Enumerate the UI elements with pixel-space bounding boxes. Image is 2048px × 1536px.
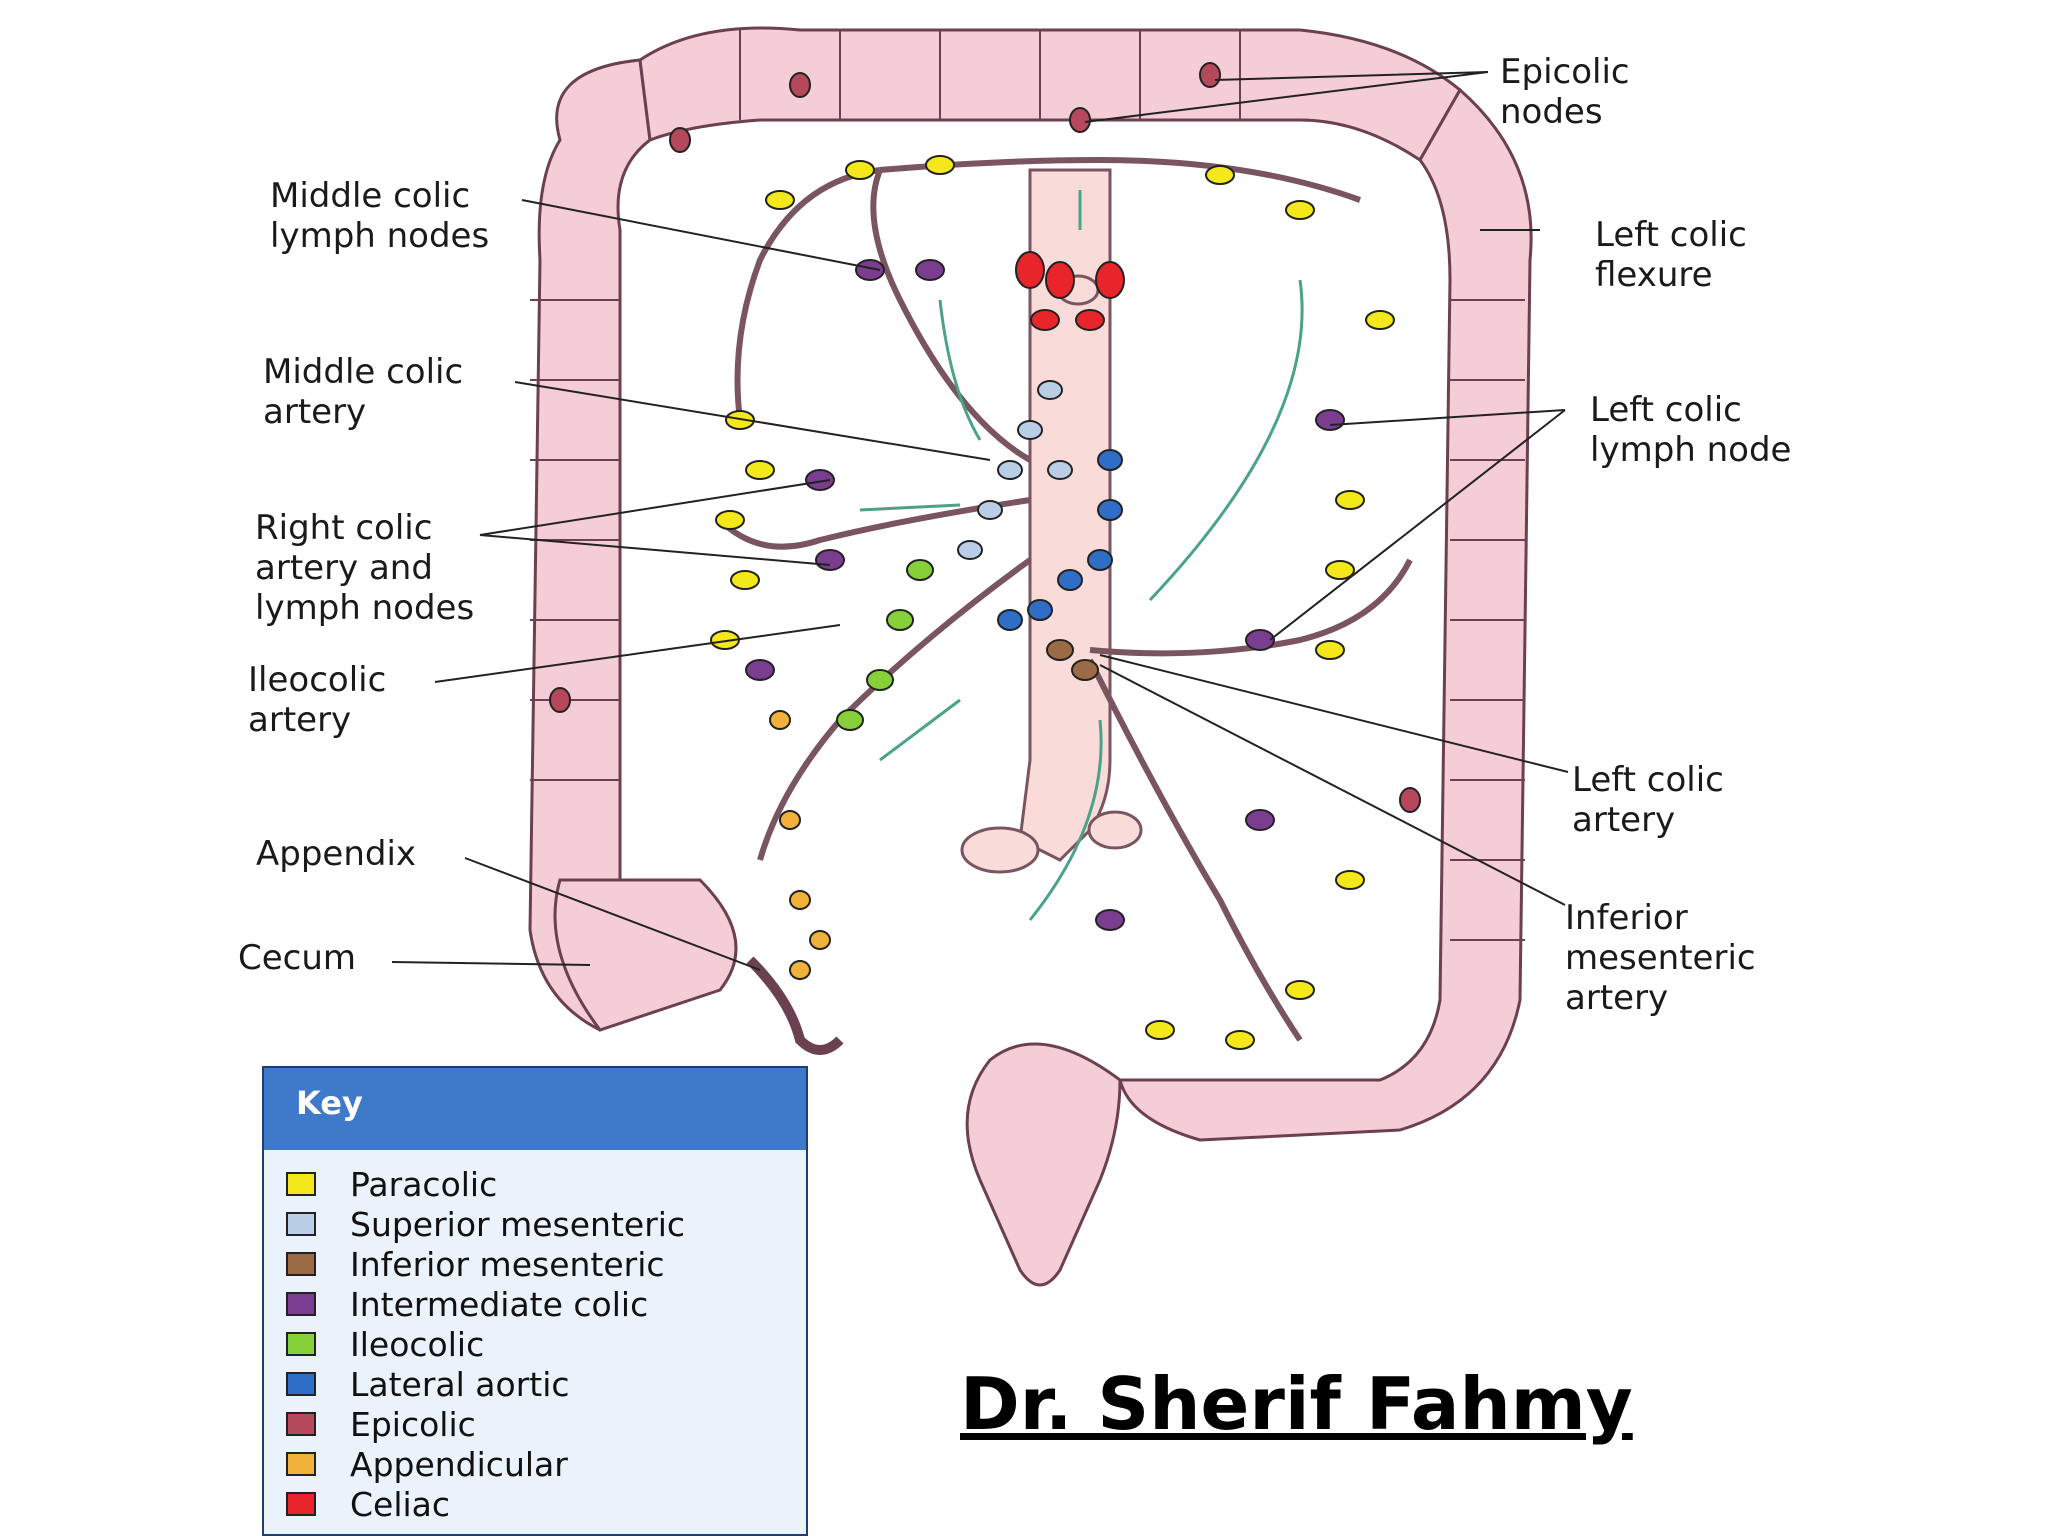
key-swatch bbox=[286, 1212, 316, 1236]
haustra bbox=[530, 30, 1525, 941]
key-item: Celiac bbox=[286, 1484, 450, 1524]
key-item: Lateral aortic bbox=[286, 1364, 570, 1404]
superior-mesenteric-nodes bbox=[957, 380, 1073, 560]
right-colic-artery-label: Right colic artery and lymph nodes bbox=[255, 508, 475, 628]
cecum-label: Cecum bbox=[238, 938, 357, 978]
key-item: Intermediate colic bbox=[286, 1284, 648, 1324]
key-item: Appendicular bbox=[286, 1444, 568, 1484]
key-item: Paracolic bbox=[286, 1164, 497, 1204]
lymph-nodes bbox=[549, 62, 1421, 1050]
appendix-label: Appendix bbox=[256, 834, 417, 874]
key-swatch bbox=[286, 1332, 316, 1356]
key-swatch bbox=[286, 1412, 316, 1436]
middle-colic-artery-label: Middle colic artery bbox=[263, 352, 464, 432]
leader-lines bbox=[391, 71, 1569, 971]
key-label: Paracolic bbox=[350, 1164, 498, 1204]
key-item: Epicolic bbox=[286, 1404, 476, 1444]
key-label: Intermediate colic bbox=[350, 1284, 649, 1324]
key-label: Inferior mesenteric bbox=[350, 1244, 665, 1284]
flow-arrows bbox=[859, 190, 1304, 921]
colon bbox=[528, 26, 1533, 1287]
key-label: Appendicular bbox=[350, 1444, 568, 1484]
left-colic-artery-label: Left colic artery bbox=[1572, 760, 1724, 840]
aorta bbox=[960, 168, 1143, 874]
lateral-aortic-nodes bbox=[997, 449, 1123, 631]
key-title: Key bbox=[264, 1068, 806, 1150]
epicolic-nodes bbox=[549, 62, 1421, 813]
key-swatch bbox=[286, 1452, 316, 1476]
key-label: Superior mesenteric bbox=[350, 1204, 686, 1244]
middle-colic-lymph-nodes-label: Middle colic lymph nodes bbox=[270, 176, 490, 256]
left-colic-lymph-node-label: Left colic lymph node bbox=[1590, 390, 1792, 470]
key-item: Superior mesenteric bbox=[286, 1204, 685, 1244]
key-swatch bbox=[286, 1372, 316, 1396]
key-swatch bbox=[286, 1292, 316, 1316]
ileocolic-artery-label: Ileocolic artery bbox=[248, 660, 387, 740]
ileocolic-nodes bbox=[836, 559, 934, 731]
key-label: Epicolic bbox=[350, 1404, 476, 1444]
key-swatch bbox=[286, 1252, 316, 1276]
inferior-mesenteric-nodes bbox=[1046, 639, 1099, 681]
key-label: Ileocolic bbox=[350, 1324, 485, 1364]
paracolic-nodes bbox=[710, 155, 1395, 1050]
inferior-mesenteric-artery-label: Inferior mesenteric artery bbox=[1565, 898, 1756, 1018]
key-item: Inferior mesenteric bbox=[286, 1244, 665, 1284]
key-swatch bbox=[286, 1172, 316, 1196]
author-credit: Dr. Sherif Fahmy bbox=[960, 1362, 1633, 1446]
celiac-nodes bbox=[1015, 251, 1125, 331]
key-label: Lateral aortic bbox=[350, 1364, 570, 1404]
key-label: Celiac bbox=[350, 1484, 451, 1524]
epicolic-nodes-label: Epicolic nodes bbox=[1500, 52, 1630, 132]
key-swatch bbox=[286, 1492, 316, 1516]
left-colic-flexure-label: Left colic flexure bbox=[1595, 215, 1747, 295]
appendicular-nodes bbox=[769, 710, 831, 980]
key-item: Ileocolic bbox=[286, 1324, 484, 1364]
